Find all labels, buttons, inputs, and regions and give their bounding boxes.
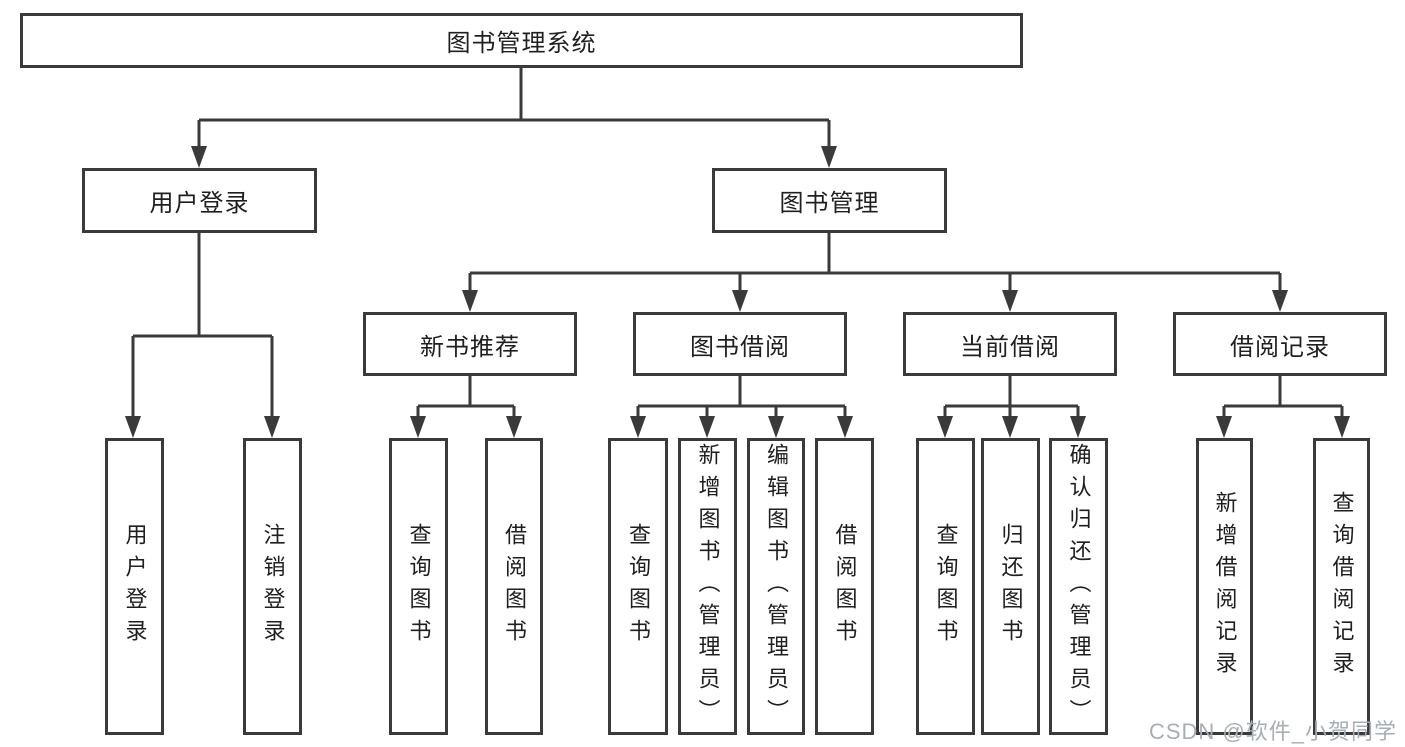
node-label: 图书借阅 bbox=[690, 333, 790, 361]
node-label: 查询图书 bbox=[406, 522, 432, 651]
edge-userlogin-to-leaves bbox=[131, 232, 274, 420]
leaf-add-book-admin: 新增图书（管理员） bbox=[678, 438, 737, 735]
arrowheads-level2 bbox=[191, 146, 837, 168]
node-label: 借阅图书 bbox=[502, 522, 527, 651]
edge-root-to-level2 bbox=[197, 68, 831, 150]
node-label: 用户登录 bbox=[122, 522, 148, 651]
node-label: 图书管理 bbox=[779, 190, 880, 217]
arrowheads-newbook-leaves bbox=[410, 416, 522, 438]
node-library-system: 图书管理系统 bbox=[20, 13, 1023, 68]
node-current-borrow: 当前借阅 bbox=[903, 312, 1117, 376]
node-book-management: 图书管理 bbox=[712, 168, 947, 233]
node-book-borrow: 图书借阅 bbox=[633, 312, 847, 376]
leaf-query-books-borrow: 查询图书 bbox=[608, 438, 668, 735]
edge-currentborrow-to-leaves bbox=[943, 376, 1080, 420]
leaf-query-books-current: 查询图书 bbox=[916, 438, 975, 735]
leaf-user-login: 用户登录 bbox=[105, 438, 164, 735]
leaf-query-books-recommend: 查询图书 bbox=[389, 438, 448, 735]
node-label: 注销登录 bbox=[260, 522, 286, 651]
node-label: 当前借阅 bbox=[960, 333, 1060, 361]
node-new-book-recommend: 新书推荐 bbox=[363, 312, 577, 376]
arrowheads-level3 bbox=[462, 290, 1288, 312]
leaf-confirm-return-admin: 确认归还（管理员） bbox=[1049, 438, 1108, 735]
edge-bookmgmt-to-level3 bbox=[468, 233, 1282, 294]
node-label: 归还图书 bbox=[998, 522, 1024, 651]
leaf-borrow-books-borrow: 借阅图书 bbox=[815, 438, 874, 735]
node-label: 查询图书 bbox=[933, 522, 959, 651]
node-label: 新增图书（管理员） bbox=[695, 442, 721, 731]
arrowheads-userlogin-leaves bbox=[125, 416, 280, 438]
arrowheads-bookborrow-leaves bbox=[630, 416, 853, 438]
arrowheads-borrowrecords-leaves bbox=[1216, 416, 1350, 438]
node-label: 编辑图书（管理员） bbox=[764, 442, 789, 731]
leaf-return-book: 归还图书 bbox=[981, 438, 1040, 735]
arrowheads-currentborrow-leaves bbox=[937, 416, 1086, 438]
node-label: 新书推荐 bbox=[420, 333, 520, 361]
leaf-edit-book-admin: 编辑图书（管理员） bbox=[747, 438, 805, 735]
node-label: 查询借阅记录 bbox=[1329, 490, 1355, 683]
node-label: 确认归还（管理员） bbox=[1066, 442, 1092, 731]
edge-newbook-to-leaves bbox=[416, 376, 516, 420]
node-label: 查询图书 bbox=[626, 522, 651, 651]
edge-bookborrow-to-leaves bbox=[636, 376, 847, 420]
node-label: 图书管理系统 bbox=[446, 30, 597, 57]
leaf-borrow-books-recommend: 借阅图书 bbox=[485, 438, 543, 735]
leaf-add-borrow-record: 新增借阅记录 bbox=[1196, 438, 1253, 735]
leaf-logout-login: 注销登录 bbox=[243, 438, 302, 735]
node-borrow-records: 借阅记录 bbox=[1173, 312, 1387, 376]
edge-borrowrecords-to-leaves bbox=[1222, 376, 1344, 420]
node-user-login: 用户登录 bbox=[82, 168, 317, 233]
node-label: 用户登录 bbox=[149, 190, 250, 217]
node-label: 借阅图书 bbox=[832, 522, 858, 651]
node-label: 借阅记录 bbox=[1230, 333, 1330, 361]
csdn-watermark: CSDN @软件_小贺同学 bbox=[1148, 719, 1397, 744]
leaf-query-borrow-record: 查询借阅记录 bbox=[1313, 438, 1370, 735]
node-label: 新增借阅记录 bbox=[1212, 490, 1238, 683]
